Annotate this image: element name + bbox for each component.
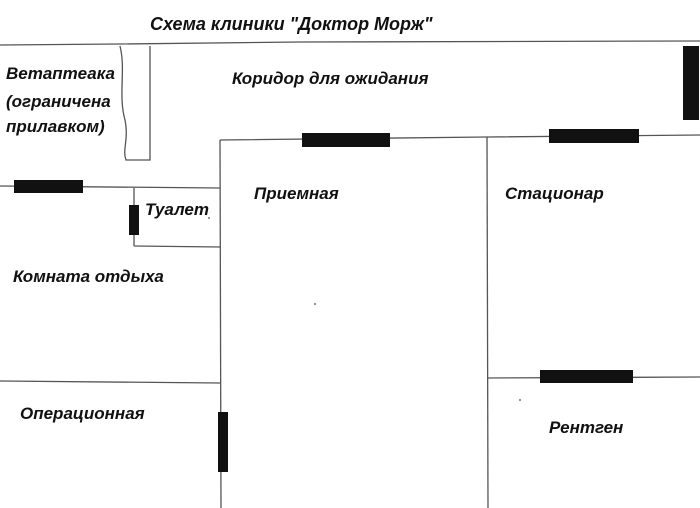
vet-pharmacy-label-line3: прилавком) xyxy=(6,117,105,136)
rest-room-label: Комната отдыха xyxy=(13,267,164,286)
xray-door xyxy=(540,370,633,383)
xray-label: Рентген xyxy=(549,418,624,437)
toilet-bottom-wall xyxy=(133,245,221,248)
entrance-door xyxy=(683,46,699,120)
rest-room-door xyxy=(14,180,83,193)
hospital-left-wall xyxy=(486,136,489,508)
toilet-door xyxy=(129,205,139,235)
operating-room-label: Операционная xyxy=(20,404,145,423)
hospital-label: Стационар xyxy=(505,184,604,203)
speck xyxy=(208,217,210,219)
reception-door xyxy=(302,133,390,147)
plan-title: Схема клиники "Доктор Морж" xyxy=(150,14,433,34)
speck xyxy=(519,399,521,401)
vet-pharmacy-label-line2: (ограничена xyxy=(6,92,111,111)
pharmacy-counter xyxy=(119,45,151,161)
speck xyxy=(314,303,316,305)
hospital-door xyxy=(549,129,639,143)
top-wall xyxy=(0,40,700,46)
operating-room-top-wall xyxy=(0,380,221,384)
waiting-corridor-label: Коридор для ожидания xyxy=(232,69,429,88)
toilet-label: Туалет xyxy=(145,200,209,219)
operating-room-door xyxy=(218,412,228,472)
vet-pharmacy-label-line1: Ветаптеака xyxy=(6,64,115,83)
reception-label: Приемная xyxy=(254,184,339,203)
